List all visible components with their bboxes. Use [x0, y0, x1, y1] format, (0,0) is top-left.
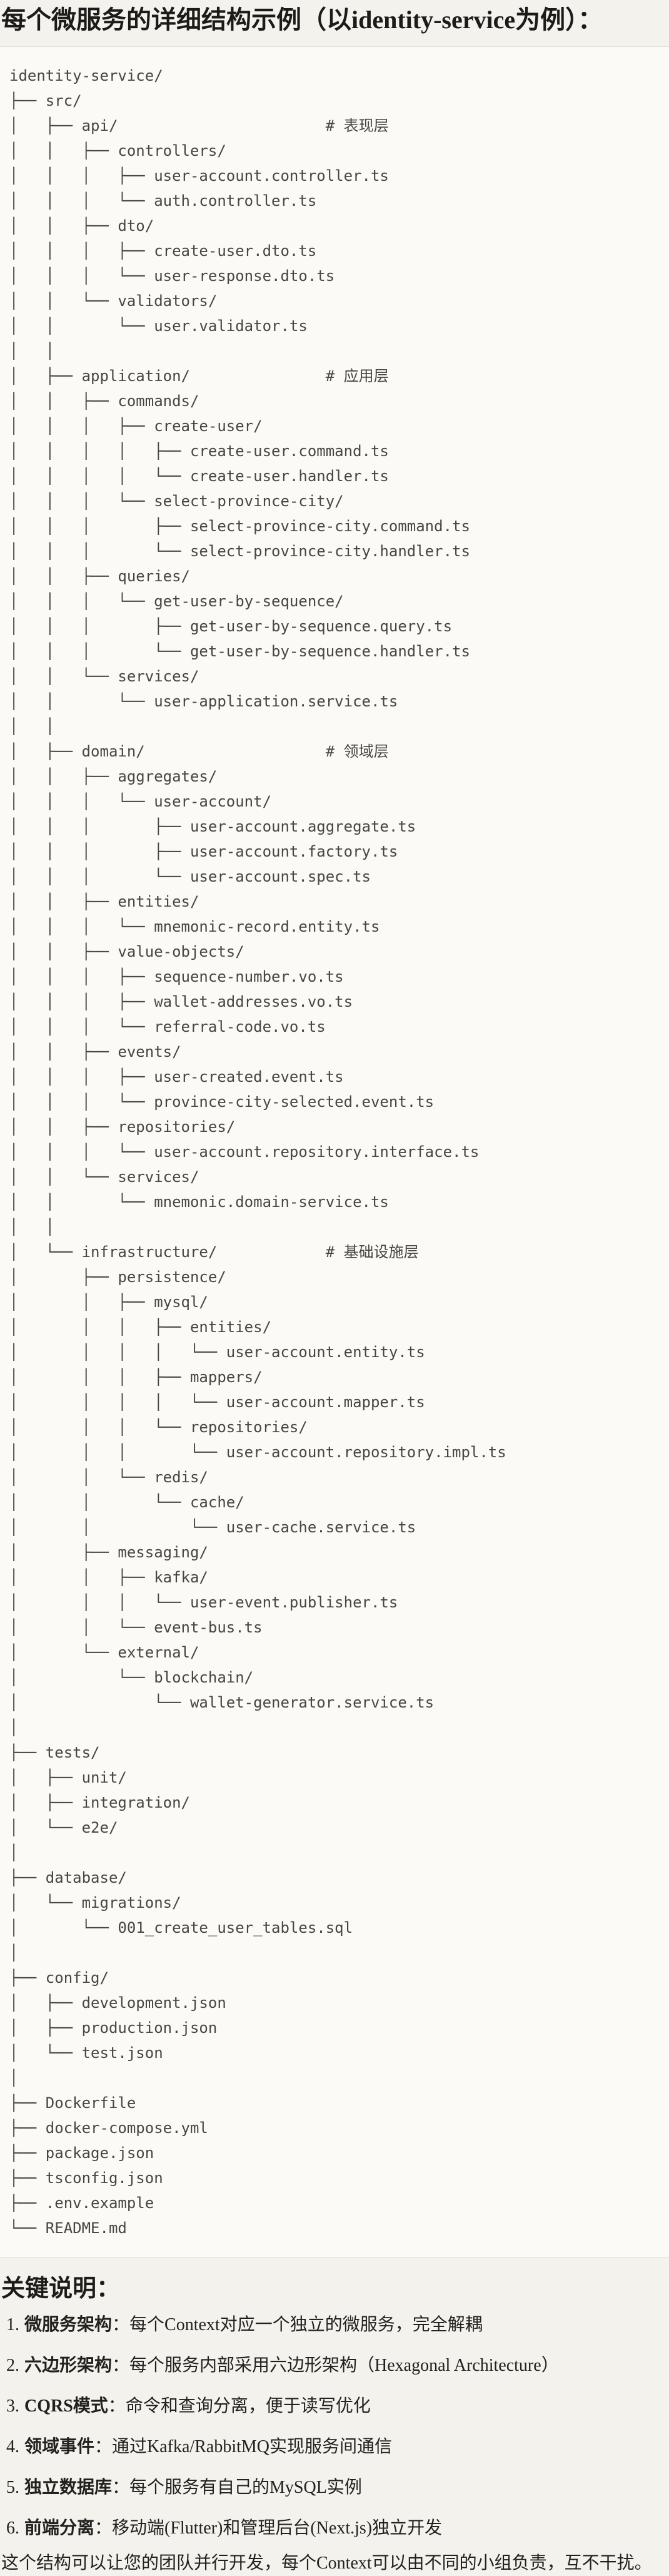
list-item: 5. 独立数据库：每个服务有自己的MySQL实例: [6, 2475, 669, 2500]
list-item: 4. 领域事件：通过Kafka/RabbitMQ实现服务间通信: [6, 2435, 669, 2460]
list-item-separator: ：: [112, 2356, 130, 2375]
list-item-text: 命令和查询分离，便于读写优化: [125, 2396, 371, 2416]
list-item: 2. 六边形架构：每个服务内部采用六边形架构（Hexagonal Architec…: [6, 2353, 669, 2378]
list-item: 6.前端分离：移动端(Flutter)和管理后台(Next.js)独立开发: [6, 2516, 669, 2541]
list-item-label: 微服务架构: [24, 2315, 113, 2334]
list-item-separator: ：: [112, 2315, 130, 2334]
list-item-text: 每个Context对应一个独立的微服务，完全解耦: [129, 2315, 483, 2334]
list-item: 1. 微服务架构：每个Context对应一个独立的微服务，完全解耦: [6, 2313, 669, 2338]
list-item-separator: ：: [108, 2396, 126, 2416]
list-item-label: 前端分离: [24, 2518, 95, 2538]
notes-list: 1.微服务架构：每个Context对应一个独立的微服务，完全解耦 2.六边形架构…: [0, 2313, 669, 2541]
directory-tree: identity-service/ ├── src/ │ ├── api/ # …: [9, 67, 506, 2237]
list-item-number: 2.: [6, 2356, 19, 2375]
list-item-number: 4.: [6, 2437, 19, 2456]
list-item-separator: ：: [112, 2478, 130, 2497]
code-block: identity-service/ ├── src/ │ ├── api/ # …: [0, 46, 669, 2258]
list-item-label: 六边形架构: [24, 2356, 113, 2375]
list-item-number: 3.: [6, 2396, 19, 2416]
list-item-number: 6.: [6, 2518, 19, 2538]
notes-heading: 关键说明：: [1, 2276, 121, 2302]
list-item-text: 通过Kafka/RabbitMQ实现服务间通信: [112, 2437, 392, 2456]
list-item-label: 领域事件: [24, 2437, 95, 2456]
list-item-text: 每个服务内部采用六边形架构（Hexagonal Architecture）: [129, 2356, 559, 2375]
list-item: 3.CQRS模式：命令和查询分离，便于读写优化: [6, 2394, 669, 2419]
list-item-separator: ：: [94, 2437, 113, 2456]
footer-note: 这个结构可以让您的团队并行开发，每个Context可以由不同的小组负责，互不干扰…: [1, 2553, 652, 2573]
list-item-number: 5.: [6, 2478, 19, 2497]
list-item-number: 1.: [6, 2315, 19, 2334]
page-title: 每个微服务的详细结构示例（以identity-service为例）：: [1, 6, 603, 34]
list-item-separator: ：: [94, 2518, 113, 2538]
list-item-text: 每个服务有自己的MySQL实例: [129, 2478, 362, 2497]
list-item-label: CQRS模式: [24, 2396, 108, 2416]
list-item-label: 独立数据库: [24, 2478, 113, 2497]
list-item-text: 移动端(Flutter)和管理后台(Next.js)独立开发: [112, 2518, 443, 2538]
